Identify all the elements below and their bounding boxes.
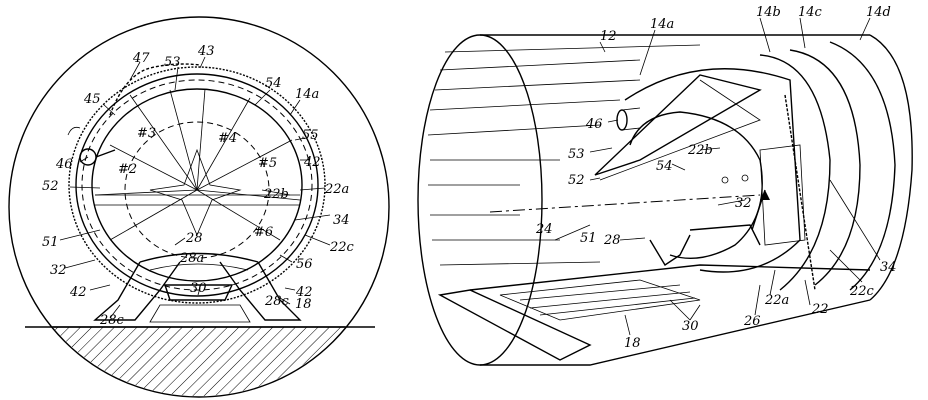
base-block	[149, 304, 251, 323]
interior-shading-lines	[427, 44, 701, 266]
label-42-left: 42	[69, 285, 87, 300]
label-46: 46	[55, 157, 73, 172]
label-34: 34	[333, 213, 350, 228]
label-42-top: 42	[303, 155, 321, 170]
hatched-floor-section	[437, 289, 592, 361]
label-22a: 22a	[324, 182, 349, 197]
label-chamber-3: #3	[137, 126, 156, 141]
label-56: 56	[296, 257, 313, 272]
label-52: 52	[568, 173, 585, 188]
leader-lines-right	[554, 17, 881, 336]
dashed-inner-circle	[124, 121, 270, 259]
outer-housing-circle	[8, 16, 390, 398]
label-43: 43	[197, 44, 215, 59]
label-47: 47	[132, 51, 150, 66]
ring-14b	[759, 54, 831, 291]
ring-14a	[624, 68, 801, 273]
label-24: 24	[535, 222, 553, 237]
dashed-ring-path	[81, 79, 313, 291]
label-12: 12	[600, 29, 617, 44]
label-51: 51	[580, 231, 597, 246]
label-53: 53	[164, 55, 181, 70]
axis-line-24	[489, 194, 761, 213]
cradle-arc	[139, 252, 259, 263]
label-26: 26	[743, 314, 761, 329]
support-30-left	[649, 234, 691, 266]
ring-outer-edge	[75, 73, 319, 297]
chamber-22	[759, 144, 806, 246]
object-30	[164, 284, 234, 301]
floor-recess	[499, 279, 701, 321]
serrated-ring-outer	[68, 66, 326, 304]
label-18: 18	[624, 336, 641, 351]
fitting-2	[741, 174, 749, 182]
label-42-right: 42	[295, 285, 313, 300]
label-32: 32	[735, 196, 752, 211]
label-22b: 22b	[687, 143, 713, 158]
label-chamber-2: #2	[118, 162, 137, 177]
label-30: 30	[190, 281, 207, 296]
ring-14c	[789, 49, 861, 286]
ring-14d	[829, 41, 896, 291]
label-18: 18	[295, 297, 312, 312]
label-14a: 14a	[650, 17, 674, 32]
label-34: 34	[880, 260, 897, 275]
label-51: 51	[42, 235, 59, 250]
label-14a: 14a	[295, 87, 319, 102]
cone-blade	[594, 74, 762, 176]
label-54: 54	[656, 159, 673, 174]
floor-top-edge	[469, 264, 871, 291]
label-28c-right: 28c	[264, 294, 290, 309]
label-14c: 14c	[798, 5, 823, 20]
crank-hook	[67, 126, 81, 136]
inner-ring-opening	[629, 111, 763, 260]
chain-47	[109, 63, 201, 116]
support-bracket	[689, 224, 761, 246]
cylinder-bottom-edge	[480, 299, 871, 366]
label-28: 28	[603, 233, 621, 248]
right-support-leg	[219, 261, 302, 321]
cylinder-front-rim	[417, 34, 543, 366]
crank-46	[616, 109, 628, 131]
label-32: 32	[50, 263, 67, 278]
label-45: 45	[83, 92, 101, 107]
cylinder-back-end	[869, 34, 913, 301]
label-55: 55	[302, 128, 319, 143]
center-star	[149, 148, 242, 237]
label-52: 52	[42, 179, 59, 194]
fitting	[721, 176, 729, 184]
right-figure-perspective-view: 12 14a 14b 14c 14d 46 53 54 22b 52 32 24…	[417, 5, 913, 366]
label-22c: 22c	[849, 284, 875, 299]
label-chamber-4: #4	[218, 131, 237, 146]
label-53: 53	[568, 147, 585, 162]
leader-lines-left	[59, 56, 331, 319]
label-22b: 22b	[263, 187, 289, 202]
label-14b: 14b	[756, 5, 781, 20]
serrated-edge	[784, 94, 816, 291]
ring-inner-edge	[91, 88, 303, 282]
label-28c-left: 28c	[99, 313, 125, 328]
label-46: 46	[585, 117, 603, 132]
cradle-arc-inner	[149, 263, 249, 271]
left-figure-end-view: 47 43 53 54 45 14a #3 #4 55 #2 #5 46 42 …	[8, 16, 390, 398]
label-chamber-5: #5	[258, 156, 277, 171]
floor-lines	[519, 284, 696, 316]
label-28: 28	[185, 231, 203, 246]
label-28a: 28a	[179, 251, 204, 266]
hatched-floor-slab	[10, 326, 388, 396]
label-22c: 22c	[329, 240, 355, 255]
label-22: 22	[811, 302, 829, 317]
label-14d: 14d	[866, 5, 891, 20]
label-30: 30	[682, 319, 699, 334]
label-54: 54	[265, 76, 282, 91]
label-22a: 22a	[764, 293, 789, 308]
crank-arm	[95, 149, 116, 158]
label-chamber-6: #6	[254, 225, 273, 240]
cone-blade-inner	[599, 79, 761, 181]
left-support-leg	[93, 261, 181, 321]
